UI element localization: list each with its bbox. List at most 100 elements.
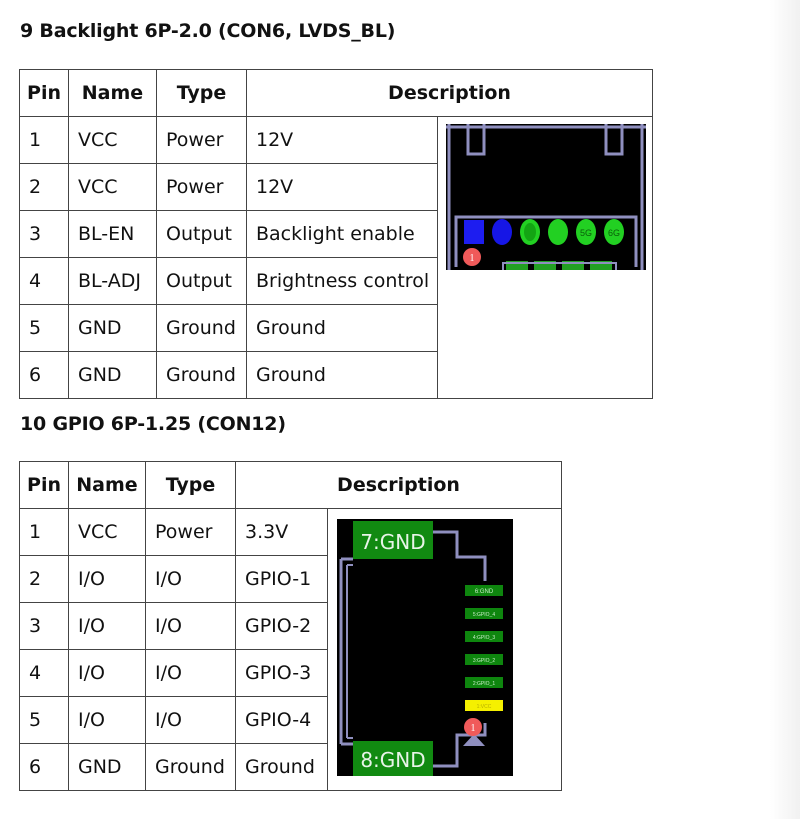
pin-row-outline bbox=[454, 215, 638, 267]
description-cell: GPIO-2 bbox=[235, 602, 328, 650]
name-cell: GND bbox=[68, 351, 157, 399]
name-cell: I/O bbox=[68, 649, 146, 697]
section-heading-gpio: 10 GPIO 6P-1.25 (CON12) bbox=[20, 413, 286, 435]
table-row: 3 BL-EN Output Backlight enable bbox=[19, 210, 653, 258]
smd-pad bbox=[534, 261, 556, 270]
table-row: 4 I/O I/O GPIO-3 bbox=[19, 649, 562, 697]
pin-pad-label: 3:GPIO_2 bbox=[473, 658, 495, 664]
pin-cell: 1 bbox=[19, 508, 69, 556]
table-row: 4 BL-ADJ Output Brightness control bbox=[19, 257, 653, 305]
table-header-row: Pin Name Type Description bbox=[19, 69, 653, 117]
description-cell: Ground bbox=[246, 304, 438, 352]
column-header-description: Description bbox=[246, 69, 653, 117]
ground-pad-bottom bbox=[353, 741, 433, 776]
pin-cell: 1 bbox=[19, 116, 69, 164]
pin-cell: 6 bbox=[19, 351, 69, 399]
pin-cell: 4 bbox=[19, 257, 69, 305]
table-row: 2 I/O I/O GPIO-1 bbox=[19, 555, 562, 603]
column-header-type: Type bbox=[156, 69, 247, 117]
square-pad bbox=[464, 220, 484, 244]
section-heading-backlight: 9 Backlight 6P-2.0 (CON6, LVDS_BL) bbox=[20, 20, 396, 42]
pin-pad bbox=[465, 608, 503, 619]
green-pad-inner bbox=[524, 223, 536, 241]
gpio-pin-table: Pin Name Type Description 1 VCC Power 3.… bbox=[19, 461, 562, 791]
pin-pad-label: 4:GPIO_3 bbox=[473, 635, 495, 641]
pin-cell: 2 bbox=[19, 163, 69, 211]
pin1-marker bbox=[464, 718, 482, 736]
description-cell: Ground bbox=[246, 351, 438, 399]
pin-label-5: 5G bbox=[580, 228, 592, 238]
table-row: 1 VCC Power 12V 5G 6G bbox=[19, 116, 653, 399]
pin-cell: 6 bbox=[19, 743, 69, 791]
pin-cell: 3 bbox=[19, 210, 69, 258]
green-pad bbox=[548, 219, 568, 245]
pin-cell: 5 bbox=[19, 304, 69, 352]
type-cell: Output bbox=[156, 257, 247, 305]
column-header-type: Type bbox=[145, 461, 236, 509]
type-cell: Ground bbox=[145, 743, 236, 791]
top-right-outline bbox=[433, 530, 487, 581]
type-cell: Ground bbox=[156, 304, 247, 352]
name-cell: BL-EN bbox=[68, 210, 157, 258]
name-cell: I/O bbox=[68, 555, 146, 603]
pin-pad bbox=[465, 631, 503, 642]
description-cell: Ground bbox=[235, 743, 328, 791]
name-cell: GND bbox=[68, 304, 157, 352]
pin1-arrow bbox=[463, 734, 485, 746]
table-row: 2 VCC Power 12V bbox=[19, 163, 653, 211]
page-edge-shade bbox=[770, 0, 800, 819]
name-cell: I/O bbox=[68, 602, 146, 650]
round-pad bbox=[492, 219, 512, 245]
smd-pad bbox=[590, 261, 612, 270]
connector-diagram-cell: 7:GND 8:GND 6:GND 5:GPIO_4 4:GPIO_3 3:GP… bbox=[327, 508, 562, 791]
pin-cell: 5 bbox=[19, 696, 69, 744]
smd-outline bbox=[502, 262, 617, 270]
pin-pad bbox=[465, 677, 503, 688]
table-row: 5 GND Ground Ground bbox=[19, 304, 653, 352]
table-row: 6 GND Ground Ground bbox=[19, 743, 562, 791]
pin-pad-label: 1:VCC bbox=[477, 704, 492, 710]
name-cell: BL-ADJ bbox=[68, 257, 157, 305]
type-cell: Output bbox=[156, 210, 247, 258]
column-header-pin: Pin bbox=[19, 461, 69, 509]
description-cell: 12V bbox=[246, 163, 438, 211]
description-cell: GPIO-3 bbox=[235, 649, 328, 697]
description-cell: GPIO-4 bbox=[235, 696, 328, 744]
table-header-row: Pin Name Type Description bbox=[19, 461, 562, 509]
right-latch-outline bbox=[604, 124, 624, 156]
description-cell: Backlight enable bbox=[246, 210, 438, 258]
ground-pad-top bbox=[353, 521, 433, 559]
pin-cell: 3 bbox=[19, 602, 69, 650]
diagram-background bbox=[446, 124, 646, 270]
pin-pad bbox=[465, 654, 503, 665]
pin1-marker bbox=[463, 248, 481, 266]
column-header-name: Name bbox=[68, 69, 157, 117]
pin-pad-label: 2:GPIO_1 bbox=[473, 681, 495, 687]
pin1-pad bbox=[465, 700, 503, 711]
name-cell: VCC bbox=[68, 116, 157, 164]
bottom-right-outline bbox=[433, 723, 487, 768]
ground-pad-bottom-label: 8:GND bbox=[360, 748, 425, 772]
ground-pad-top-label: 7:GND bbox=[360, 530, 425, 554]
pin-cell: 4 bbox=[19, 649, 69, 697]
type-cell: I/O bbox=[145, 602, 236, 650]
description-cell: Brightness control bbox=[246, 257, 438, 305]
name-cell: VCC bbox=[68, 163, 157, 211]
table-row: 5 I/O I/O GPIO-4 bbox=[19, 696, 562, 744]
type-cell: Power bbox=[145, 508, 236, 556]
type-cell: Ground bbox=[156, 351, 247, 399]
column-header-description: Description bbox=[235, 461, 562, 509]
connector-diagram-cell: 5G 6G 1 bbox=[437, 116, 653, 399]
smd-pad bbox=[506, 261, 528, 270]
name-cell: I/O bbox=[68, 696, 146, 744]
table-row: 6 GND Ground Ground bbox=[19, 351, 653, 399]
description-cell: GPIO-1 bbox=[235, 555, 328, 603]
type-cell: I/O bbox=[145, 696, 236, 744]
column-header-name: Name bbox=[68, 461, 146, 509]
pin-pad bbox=[465, 585, 503, 596]
description-cell: 12V bbox=[246, 116, 438, 164]
column-header-pin: Pin bbox=[19, 69, 69, 117]
type-cell: Power bbox=[156, 163, 247, 211]
pin1-marker-label: 1 bbox=[471, 723, 476, 734]
type-cell: I/O bbox=[145, 649, 236, 697]
